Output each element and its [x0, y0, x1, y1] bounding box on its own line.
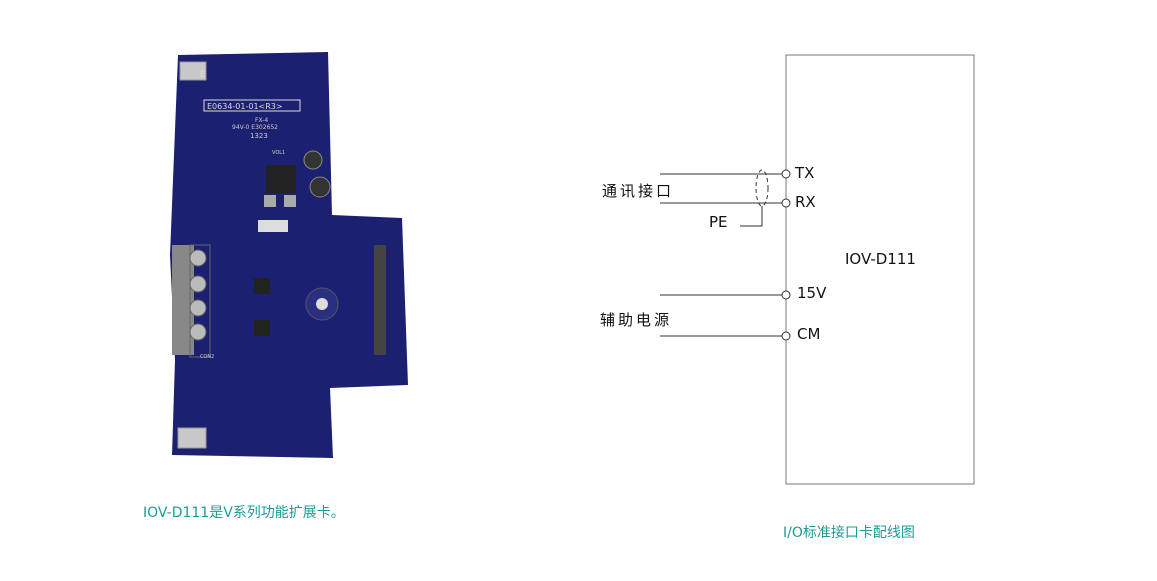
board-mark-vol: VOL1	[272, 150, 285, 156]
terminal-15v	[781, 290, 791, 300]
terminal-label-cm: CM	[797, 325, 821, 343]
diagram-caption: I/O标准接口卡配线图	[783, 525, 915, 541]
photo-caption: IOV-D111是V系列功能扩展卡。	[143, 505, 345, 521]
terminal-tx	[781, 169, 791, 179]
shield-ellipse	[755, 169, 769, 207]
board-mark-ul: 94V-0 E302652	[232, 124, 278, 131]
device-box	[785, 54, 975, 485]
device-label: IOV-D111	[845, 250, 916, 268]
aux-power-label: 辅助电源	[600, 311, 673, 329]
board-mark-con: CON2	[200, 354, 214, 360]
terminal-cm	[781, 331, 791, 341]
terminal-label-15v: 15V	[797, 284, 827, 302]
comm-interface-label: 通讯接口	[602, 182, 675, 200]
terminal-rx	[781, 198, 791, 208]
board-mark-fx: FX-4	[255, 117, 268, 124]
board-mark-date: 1323	[250, 132, 268, 140]
board-mark-e: E	[200, 70, 206, 80]
terminal-label-tx: TX	[795, 164, 815, 182]
board-mark-part: E0634-01-01<R3>	[207, 102, 283, 111]
pcb-photo: E E0634-01-01<R3> FX-4 94V-0 E302652 132…	[170, 52, 408, 458]
pe-wire	[740, 206, 763, 227]
pe-label: PE	[709, 213, 728, 231]
terminal-label-rx: RX	[795, 193, 816, 211]
